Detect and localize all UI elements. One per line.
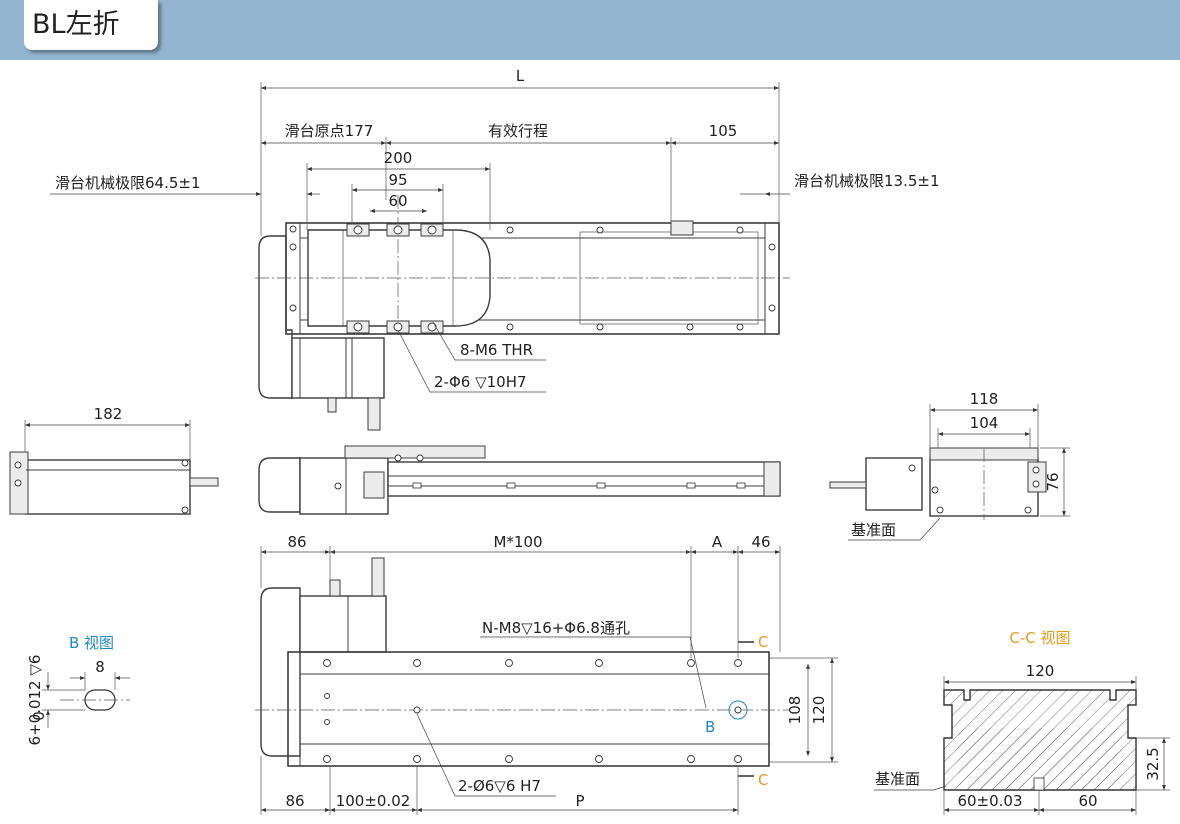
dim-86-top: 86 bbox=[287, 533, 306, 551]
dim-L: L bbox=[516, 67, 525, 85]
dim-60: 60 bbox=[388, 192, 407, 210]
b-view: B 视图 8 6+0.012 ▽6 0 bbox=[26, 634, 130, 745]
bottom-view: 86 M*100 A 46 N-M8▽16+Φ6.8通孔 C C 108 120… bbox=[255, 533, 838, 815]
section-mark-bottom: C bbox=[758, 771, 768, 789]
section-dim-120: 120 bbox=[1026, 662, 1055, 680]
bottom-body bbox=[287, 651, 770, 767]
header-bar bbox=[0, 0, 1180, 60]
section-datum: 基准面 bbox=[875, 770, 920, 788]
section-title: C-C 视图 bbox=[1009, 629, 1070, 647]
dim-76: 76 bbox=[1044, 472, 1062, 491]
dim-105: 105 bbox=[709, 122, 738, 140]
dim-A: A bbox=[712, 533, 723, 551]
dim-95: 95 bbox=[388, 171, 407, 189]
b-dim-depth: 6+0.012 ▽6 bbox=[26, 655, 44, 746]
m6-threaded-hole bbox=[346, 223, 444, 334]
thread-callout: 8-M6 THR bbox=[460, 341, 533, 359]
left-limit-label: 滑台机械极限64.5±1 bbox=[55, 174, 201, 192]
dim-120: 120 bbox=[810, 696, 828, 725]
dim-104: 104 bbox=[970, 414, 999, 432]
dim-118: 118 bbox=[970, 390, 999, 408]
side-view bbox=[258, 445, 781, 515]
pin-callout: 2-Φ6 ▽10H7 bbox=[434, 373, 527, 391]
right-limit-label: 滑台机械极限13.5±1 bbox=[794, 172, 940, 190]
m8-hole bbox=[323, 659, 742, 763]
actuator-body bbox=[285, 222, 780, 335]
side-rail bbox=[387, 461, 781, 497]
dim-108: 108 bbox=[786, 696, 804, 725]
dim-46: 46 bbox=[751, 533, 770, 551]
section-dim-60: 60 bbox=[1078, 792, 1097, 810]
section-view: C-C 视图 120 32.5 基准面 60±0.03 60 bbox=[874, 629, 1170, 815]
section-dim-32-5: 32.5 bbox=[1144, 747, 1162, 780]
end-body bbox=[24, 459, 191, 515]
dim-182: 182 bbox=[94, 405, 123, 423]
datum-label: 基准面 bbox=[851, 521, 896, 539]
motor-cover bbox=[258, 235, 293, 399]
dim-pitch: M*100 bbox=[493, 533, 542, 551]
motor bbox=[291, 337, 385, 399]
dim-86-bottom: 86 bbox=[285, 792, 304, 810]
dim-100: 100±0.02 bbox=[336, 792, 411, 810]
view-marker-B: B bbox=[705, 718, 715, 736]
b-dim-8: 8 bbox=[95, 658, 105, 676]
hole-callout: N-M8▽16+Φ6.8通孔 bbox=[482, 619, 630, 637]
dim-home: 滑台原点177 bbox=[285, 122, 374, 140]
dim-P: P bbox=[575, 792, 584, 810]
top-view: L 滑台原点177 有效行程 105 200 95 60 滑台机械极限64.5 bbox=[50, 67, 940, 431]
dim-200: 200 bbox=[384, 149, 413, 167]
section-dim-60-tol: 60±0.03 bbox=[957, 792, 1022, 810]
page-title: BL左折 bbox=[24, 0, 158, 50]
pin-callout-bottom: 2-Ø6▽6 H7 bbox=[458, 777, 541, 795]
b-view-title: B 视图 bbox=[69, 634, 114, 652]
b-dim-zero: 0 bbox=[30, 711, 48, 721]
right-end-view: 118 104 76 基准面 bbox=[829, 390, 1070, 541]
left-end-view: 182 bbox=[9, 405, 219, 515]
dim-stroke: 有效行程 bbox=[488, 122, 548, 140]
section-mark-top: C bbox=[758, 633, 768, 651]
